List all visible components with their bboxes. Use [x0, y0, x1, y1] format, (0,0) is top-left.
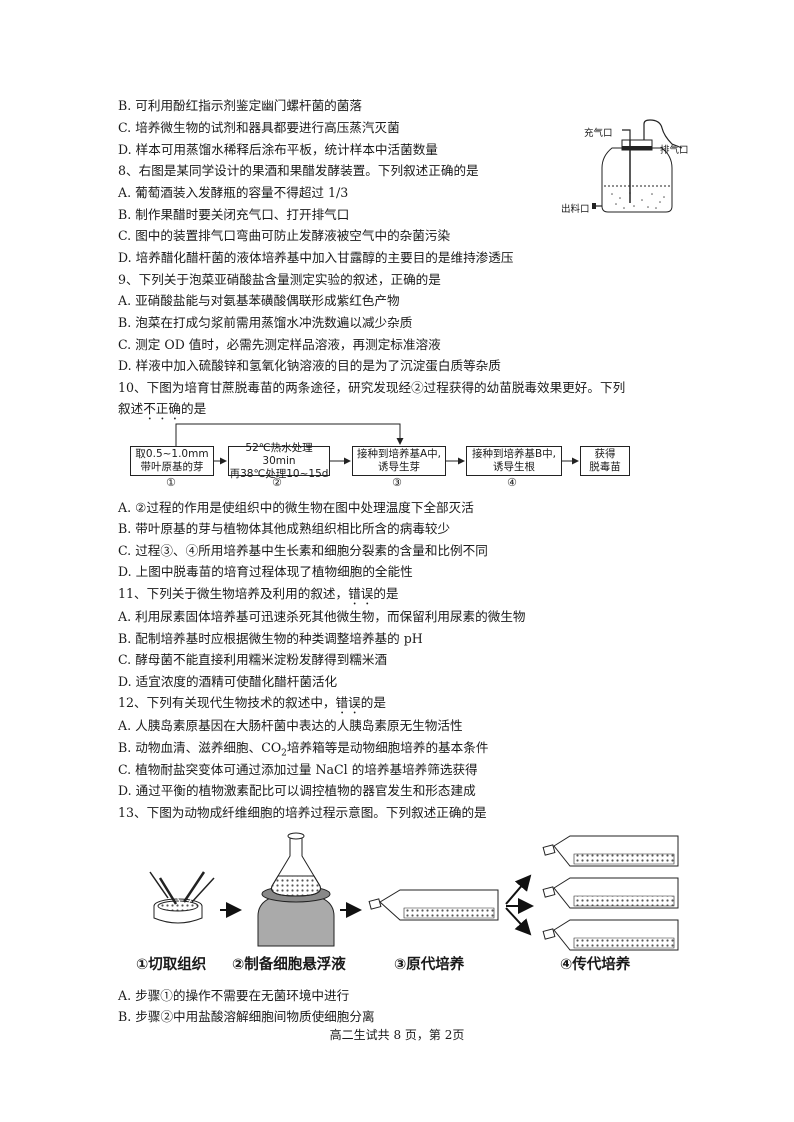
page-footer: 高二生试共 8 页，第 2页: [329, 1028, 465, 1042]
q13-option-a: A. 步骤①的操作不需要在无菌环境中进行: [118, 988, 350, 1003]
fermenter-bottle-drawing: [592, 119, 683, 213]
q7-option-c: C. 培养微生物的试剂和器具都要进行高压蒸汽灭菌: [118, 120, 400, 135]
q13-option-b: B. 步骤②中用盐酸溶解细胞间物质使细胞分离: [118, 1009, 375, 1024]
flow-box-4: 接种到培养基B中,诱导生根: [466, 446, 562, 476]
flow-step-4: ④: [507, 476, 517, 489]
q8-option-d: D. 培养醋化醋杆菌的液体培养基中加入甘露醇的主要目的是维持渗透压: [118, 250, 514, 265]
flow-box-5: 获得脱毒苗: [580, 446, 630, 476]
q10-option-a: A. ②过程的作用是使组织中的微生物在图中处理温度下全部灭活: [118, 500, 474, 515]
caption-step4: ④传代培养: [560, 957, 631, 973]
q11-option-b: B. 配制培养基时应根据微生物的种类调整培养基的 pH: [118, 631, 423, 646]
flow-step-3: ③: [392, 476, 402, 489]
caption-step1: ①切取组织: [136, 957, 207, 973]
flow-step-1: ①: [166, 476, 176, 489]
apparatus-label-discharge: 出料口: [561, 204, 590, 215]
q10-option-b: B. 带叶原基的芽与植物体其他成熟组织相比所含的病毒较少: [118, 521, 451, 536]
q8-option-a: A. 葡萄酒装入发酵瓶的容量不得超过 1/3: [118, 185, 349, 200]
q12-stem: 12、下列有关现代生物技术的叙述中，错误的是: [118, 695, 386, 710]
q12-option-a: A. 人胰岛素原基因在大肠杆菌中表达的人胰岛素原无生物活性: [118, 718, 463, 733]
q11-option-a: A. 利用尿素固体培养基可迅速杀死其他微生物，而保留利用尿素的微生物: [118, 609, 526, 624]
q7-option-d: D. 样本可用蒸馏水稀释后涂布平板，统计样本中活菌数量: [118, 142, 438, 157]
q11-option-c: C. 酵母菌不能直接利用糯米淀粉发酵得到糯米酒: [118, 652, 388, 667]
apparatus-label-inlet: 充气口: [584, 128, 613, 139]
q8-stem: 8、右图是某同学设计的果酒和果醋发酵装置。下列叙述正确的是: [118, 163, 479, 178]
q10-option-c: C. 过程③、④所用培养基中生长素和细胞分裂素的含量和比例不同: [118, 543, 488, 558]
q10-stem-line1: 10、下图为培育甘蔗脱毒苗的两条途径，研究发现经②过程获得的幼苗脱毒效果更好。下…: [118, 380, 626, 395]
cell-culture-drawing: [149, 832, 679, 951]
q13-stem: 13、下图为动物成纤维细胞的培养过程示意图。下列叙述正确的是: [118, 805, 487, 820]
q9-stem: 9、下列关于泡菜亚硝酸盐含量测定实验的叙述，正确的是: [118, 272, 441, 287]
q7-option-b: B. 可利用酚红指示剂鉴定幽门螺杆菌的菌落: [118, 98, 362, 113]
q12-option-c: C. 植物耐盐突变体可通过添加过量 NaCl 的培养基培养筛选获得: [118, 762, 478, 777]
q9-option-b: B. 泡菜在打成匀浆前需用蒸馏水冲洗数遍以减少杂质: [118, 315, 413, 330]
q11-stem: 11、下列关于微生物培养及利用的叙述，错误的是: [118, 586, 399, 601]
q8-option-b: B. 制作果醋时要关闭充气口、打开排气口: [118, 207, 350, 222]
q11-option-d: D. 适宜浓度的酒精可使醋化醋杆菌活化: [118, 674, 338, 689]
apparatus-label-outlet: 排气口: [660, 145, 689, 156]
q9-option-c: C. 测定 OD 值时，必需先测定样品溶液，再测定标准溶液: [118, 337, 441, 352]
q8-option-c: C. 图中的装置排气口弯曲可防止发酵液被空气中的杂菌污染: [118, 228, 451, 243]
q10-stem-line2: 叙述不正确的是: [118, 401, 207, 416]
passage-culture-flasks-icon: [542, 835, 679, 951]
flow-box-3: 接种到培养基A中,诱导生芽: [352, 446, 446, 476]
flowchart-connectors: [175, 423, 579, 465]
caption-step2: ②制备细胞悬浮液: [232, 957, 346, 973]
q9-option-a: A. 亚硝酸盐能与对氨基苯磺酸偶联形成紫红色产物: [118, 293, 400, 308]
q9-option-d: D. 样液中加入硫酸锌和氢氧化钠溶液的目的是为了沉淀蛋白质等杂质: [118, 358, 501, 373]
flow-step-2: ②: [272, 476, 282, 489]
q12-option-d: D. 通过平衡的植物激素配比可以调控植物的器官发生和形态建成: [118, 783, 476, 798]
caption-step3: ③原代培养: [394, 957, 465, 973]
petri-dish-icon: [149, 871, 215, 924]
q12-option-b: B. 动物血清、滋养细胞、CO2培养箱等是动物细胞培养的基本条件: [118, 740, 489, 759]
shaker-flask-icon: [257, 832, 335, 947]
primary-culture-flask-icon: [368, 889, 499, 921]
q10-option-d: D. 上图中脱毒苗的培育过程体现了植物细胞的全能性: [118, 564, 413, 579]
